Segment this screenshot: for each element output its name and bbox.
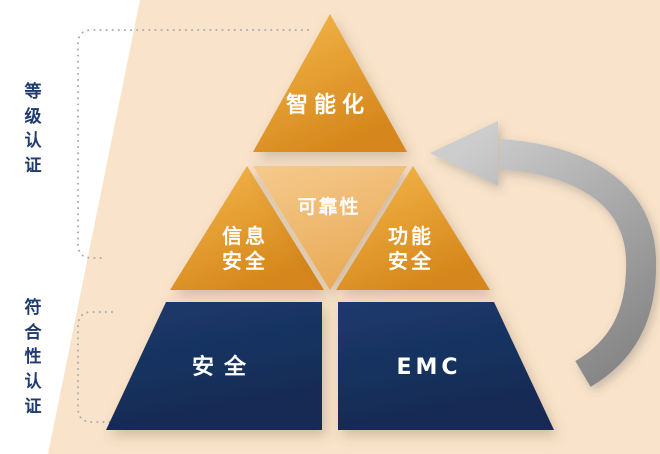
top-triangle-label: 智能化 bbox=[286, 92, 370, 118]
top-triangle-intelligence bbox=[253, 14, 407, 152]
middle-center-inverted-triangle-reliability bbox=[253, 166, 407, 290]
middle-left-label-line1: 信息 bbox=[222, 224, 268, 248]
upper-group-label: 等级认证 bbox=[24, 82, 42, 176]
middle-right-label-line1: 功能 bbox=[388, 224, 434, 248]
lower-group-label: 符合性认证 bbox=[24, 298, 42, 417]
curved-arrow bbox=[430, 121, 657, 387]
bottom-right-label: EMC bbox=[396, 355, 461, 380]
middle-left-label-line2: 安全 bbox=[222, 249, 268, 273]
middle-right-label-line2: 安全 bbox=[388, 249, 434, 273]
bottom-left-trapezoid-safety bbox=[106, 302, 322, 430]
middle-left-triangle-information-security bbox=[170, 166, 324, 290]
middle-right-triangle-functional-safety bbox=[336, 166, 490, 290]
middle-center-label: 可靠性 bbox=[297, 195, 360, 218]
bottom-right-trapezoid-emc bbox=[338, 302, 554, 430]
curved-arrow-head bbox=[430, 121, 498, 186]
bottom-left-label: 安全 bbox=[192, 354, 256, 380]
curved-arrow-body bbox=[498, 139, 657, 387]
